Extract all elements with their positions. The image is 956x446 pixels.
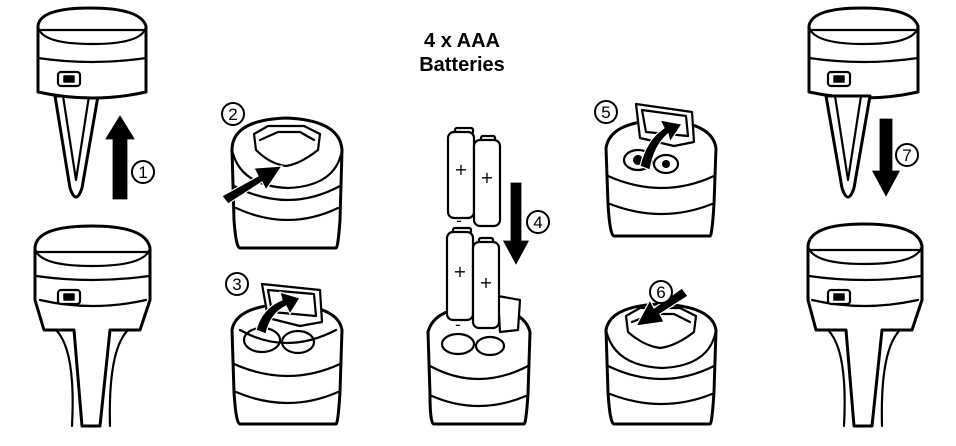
stake-top-icon (53, 94, 100, 199)
step-7-number: 7 (902, 146, 911, 165)
light-assembled-icon (33, 224, 152, 428)
svg-text:+: + (453, 262, 466, 281)
step-3-arrow-icon (255, 291, 301, 335)
svg-text:+: + (479, 273, 492, 292)
step-1-badge: 1 (131, 160, 155, 184)
light-head-right-icon (807, 6, 920, 100)
step-6-number: 6 (656, 283, 665, 302)
step-3-number: 3 (232, 275, 241, 294)
light-assembled-right-illustration (806, 222, 924, 428)
step-4-badge: 4 (526, 210, 550, 234)
step-5-arrow-icon (639, 119, 684, 171)
battery-count-text: 4 x AAA (424, 30, 500, 52)
step-1-number: 1 (138, 163, 147, 182)
step-4-arrow-icon (500, 181, 532, 268)
step-1-arrow-icon (102, 112, 138, 201)
step-5-badge: 5 (594, 100, 618, 124)
step-4-number: 4 (533, 213, 542, 232)
step-2-number: 2 (228, 105, 237, 124)
light-head-lifted-illustration (36, 6, 148, 199)
step-2-badge: 2 (221, 102, 245, 126)
compartment-open-illustration (230, 282, 344, 426)
compartment-cover-illustration (230, 116, 344, 250)
compartment-closing-illustration (604, 102, 718, 238)
light-head-top-icon (36, 6, 148, 100)
minus-sign-top: - (456, 211, 462, 230)
aaa-battery-top-right-icon: + (472, 134, 502, 228)
battery-type-text: Batteries (419, 54, 505, 76)
light-assembled-illustration (33, 224, 152, 428)
svg-text:+: + (480, 168, 493, 187)
compartment-closed-illustration (604, 302, 718, 426)
step-6-badge: 6 (649, 280, 673, 304)
aaa-battery-bottom-right-icon: + (471, 236, 501, 330)
step-7-arrow-icon (869, 117, 903, 200)
step-7-badge: 7 (895, 143, 919, 167)
step-5-number: 5 (601, 103, 610, 122)
battery-requirement-label: 4 x AAA Batteries (392, 29, 532, 77)
aaa-battery-top-left-icon: + (446, 126, 476, 220)
step-6-arrow-icon (634, 287, 689, 327)
light-head-return-illustration (807, 6, 920, 199)
step-2-arrow-icon (221, 165, 284, 205)
light-assembled-right-icon (806, 222, 924, 428)
svg-text:+: + (454, 160, 467, 179)
aaa-battery-bottom-left-icon: + (445, 226, 475, 322)
minus-sign-bottom: - (455, 315, 461, 334)
stake-right-icon (824, 94, 872, 199)
step-3-badge: 3 (225, 272, 249, 296)
batteries-illustration: + + - + + (426, 126, 532, 426)
